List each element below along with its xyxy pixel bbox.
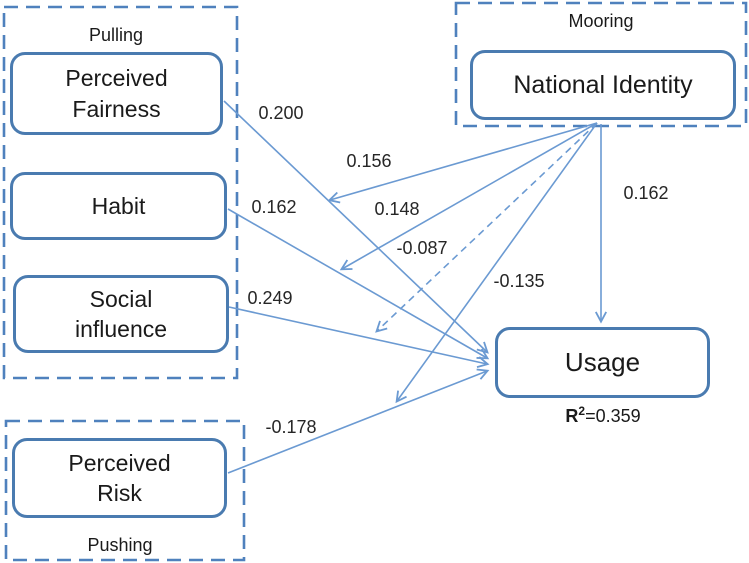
r-squared-superscript: 2 <box>578 404 586 418</box>
coef-ni-to-usage: 0.162 <box>623 183 669 203</box>
coef-pf-to-usage: 0.200 <box>258 103 304 123</box>
pulling-group-frame <box>2 5 239 380</box>
r-squared-symbol: R <box>565 406 579 426</box>
pushing-group-frame <box>4 419 246 562</box>
arrow-si-to-usage <box>228 306 490 368</box>
node-social-influence-label: Social influence <box>74 285 168 342</box>
arrow-pr-to-usage <box>227 368 490 474</box>
arrow-ni-moderates-pr <box>395 122 598 404</box>
node-usage: Usage <box>495 327 710 398</box>
coef-ni-moderates-si: -0.087 <box>396 238 448 258</box>
usage-r-squared: R2=0.359 <box>565 404 640 427</box>
mooring-group-label: Mooring <box>568 11 634 31</box>
node-national-identity: National Identity <box>470 50 736 120</box>
arrow-ni-moderates-pf <box>327 122 598 204</box>
arrow-habit-to-usage <box>227 208 490 360</box>
node-national-identity-label: National Identity <box>513 70 693 99</box>
coef-habit-to-usage: 0.162 <box>251 197 297 217</box>
coef-ni-moderates-pr: -0.135 <box>493 271 545 291</box>
pulling-group-label: Pulling <box>88 25 144 45</box>
node-perceived-fairness-label: Perceived Fairness <box>65 65 168 122</box>
coef-ni-moderates-pf: 0.156 <box>346 151 392 171</box>
node-perceived-fairness: Perceived Fairness <box>10 52 223 135</box>
node-perceived-risk-label: Perceived Risk <box>68 449 171 506</box>
node-perceived-risk: Perceived Risk <box>12 438 227 518</box>
node-habit-label: Habit <box>91 192 146 219</box>
coef-pr-to-usage: -0.178 <box>265 417 317 437</box>
node-habit: Habit <box>10 172 227 240</box>
arrow-ni-moderates-habit <box>339 122 598 271</box>
pushing-group-label: Pushing <box>87 535 153 555</box>
r-squared-value: =0.359 <box>585 406 641 426</box>
arrow-pf-to-usage <box>223 100 489 354</box>
coef-ni-moderates-habit: 0.148 <box>374 199 420 219</box>
node-usage-label: Usage <box>564 347 641 378</box>
arrow-ni-moderates-si <box>375 122 598 333</box>
node-social-influence: Social influence <box>13 275 229 353</box>
coef-si-to-usage: 0.249 <box>247 288 293 308</box>
